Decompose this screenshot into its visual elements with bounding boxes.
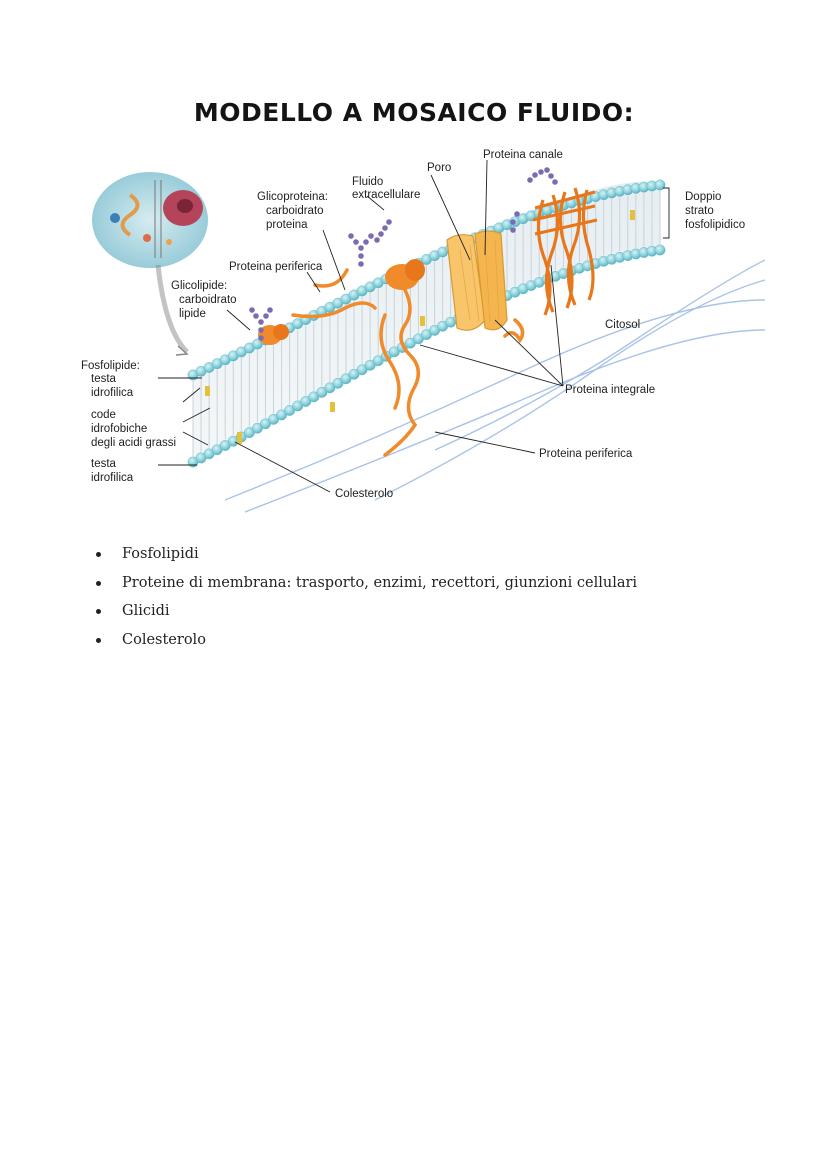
label-proteina-canale: Proteina canale <box>483 149 563 161</box>
fluid-mosaic-illustration: Proteina canale Poro Fluido extracellula… <box>81 149 765 513</box>
bilayer-bracket <box>663 187 670 239</box>
label-testa-bottom-2: idrofilica <box>91 472 134 484</box>
bullet-icon <box>96 637 101 643</box>
list-item-text: Glicidi <box>122 603 170 619</box>
list-item-text: Fosfolipidi <box>122 546 199 562</box>
membrane-diagram: Proteina canale Poro Fluido extracellula… <box>75 140 765 520</box>
label-glicoproteina-2: carboidrato <box>266 205 324 217</box>
label-citosol: Citosol <box>605 319 640 331</box>
label-doppio-3: fosfolipidico <box>685 219 745 231</box>
list-item: Proteine di membrana: trasporto, enzimi,… <box>92 569 637 598</box>
label-code-3: degli acidi grassi <box>91 437 176 449</box>
label-testa-bottom-1: testa <box>91 458 117 470</box>
list-item: Glicidi <box>92 597 637 626</box>
label-glicoproteina-3: proteina <box>266 219 308 231</box>
list-item: Fosfolipidi <box>92 540 637 569</box>
label-glicolipide-2: carboidrato <box>179 294 237 306</box>
label-fluido-2: extracellulare <box>352 189 420 201</box>
label-colesterolo: Colesterolo <box>335 488 393 500</box>
cytoskeleton-fibers <box>224 259 765 513</box>
list-item-text: Colesterolo <box>122 631 206 648</box>
integral-protein-helices <box>532 187 598 316</box>
bullet-list: Fosfolipidi Proteine di membrana: traspo… <box>92 540 637 654</box>
leader-lines <box>158 159 564 493</box>
list-item-text: Proteine di membrana: trasporto, enzimi,… <box>122 574 638 591</box>
label-fosfolipide: Fosfolipide: <box>81 360 140 372</box>
cholesterol-molecules <box>205 210 635 444</box>
page-title: MODELLO A MOSAICO FLUIDO: <box>193 98 635 127</box>
bullet-icon <box>96 609 101 614</box>
label-proteina-periferica-top: Proteina periferica <box>229 261 323 273</box>
label-code-1: code <box>91 409 116 421</box>
label-code-2: idrofobiche <box>91 423 147 435</box>
label-glicoproteina-1: Glicoproteina: <box>257 191 328 203</box>
protein-chains <box>291 268 525 457</box>
label-glicolipide-3: lipide <box>179 308 206 320</box>
label-proteina-periferica-bottom: Proteina periferica <box>539 448 633 460</box>
label-doppio-1: Doppio <box>685 191 721 203</box>
label-fluido-1: Fluido <box>352 176 383 188</box>
label-testa-top-2: idrofilica <box>91 387 134 399</box>
peripheral-protein <box>258 259 425 345</box>
bullet-icon <box>96 552 101 557</box>
label-proteina-integrale: Proteina integrale <box>565 384 655 396</box>
cell-inset <box>92 172 208 356</box>
carbohydrate-chains <box>249 167 558 341</box>
channel-protein <box>446 230 508 331</box>
label-poro: Poro <box>427 162 451 174</box>
label-doppio-2: strato <box>685 205 714 217</box>
list-item: Colesterolo <box>92 626 637 655</box>
label-testa-top-1: testa <box>91 373 117 385</box>
figure-labels: Proteina canale Poro Fluido extracellula… <box>81 149 745 500</box>
label-glicolipide-1: Glicolipide: <box>171 280 227 292</box>
bullet-icon <box>96 580 101 586</box>
